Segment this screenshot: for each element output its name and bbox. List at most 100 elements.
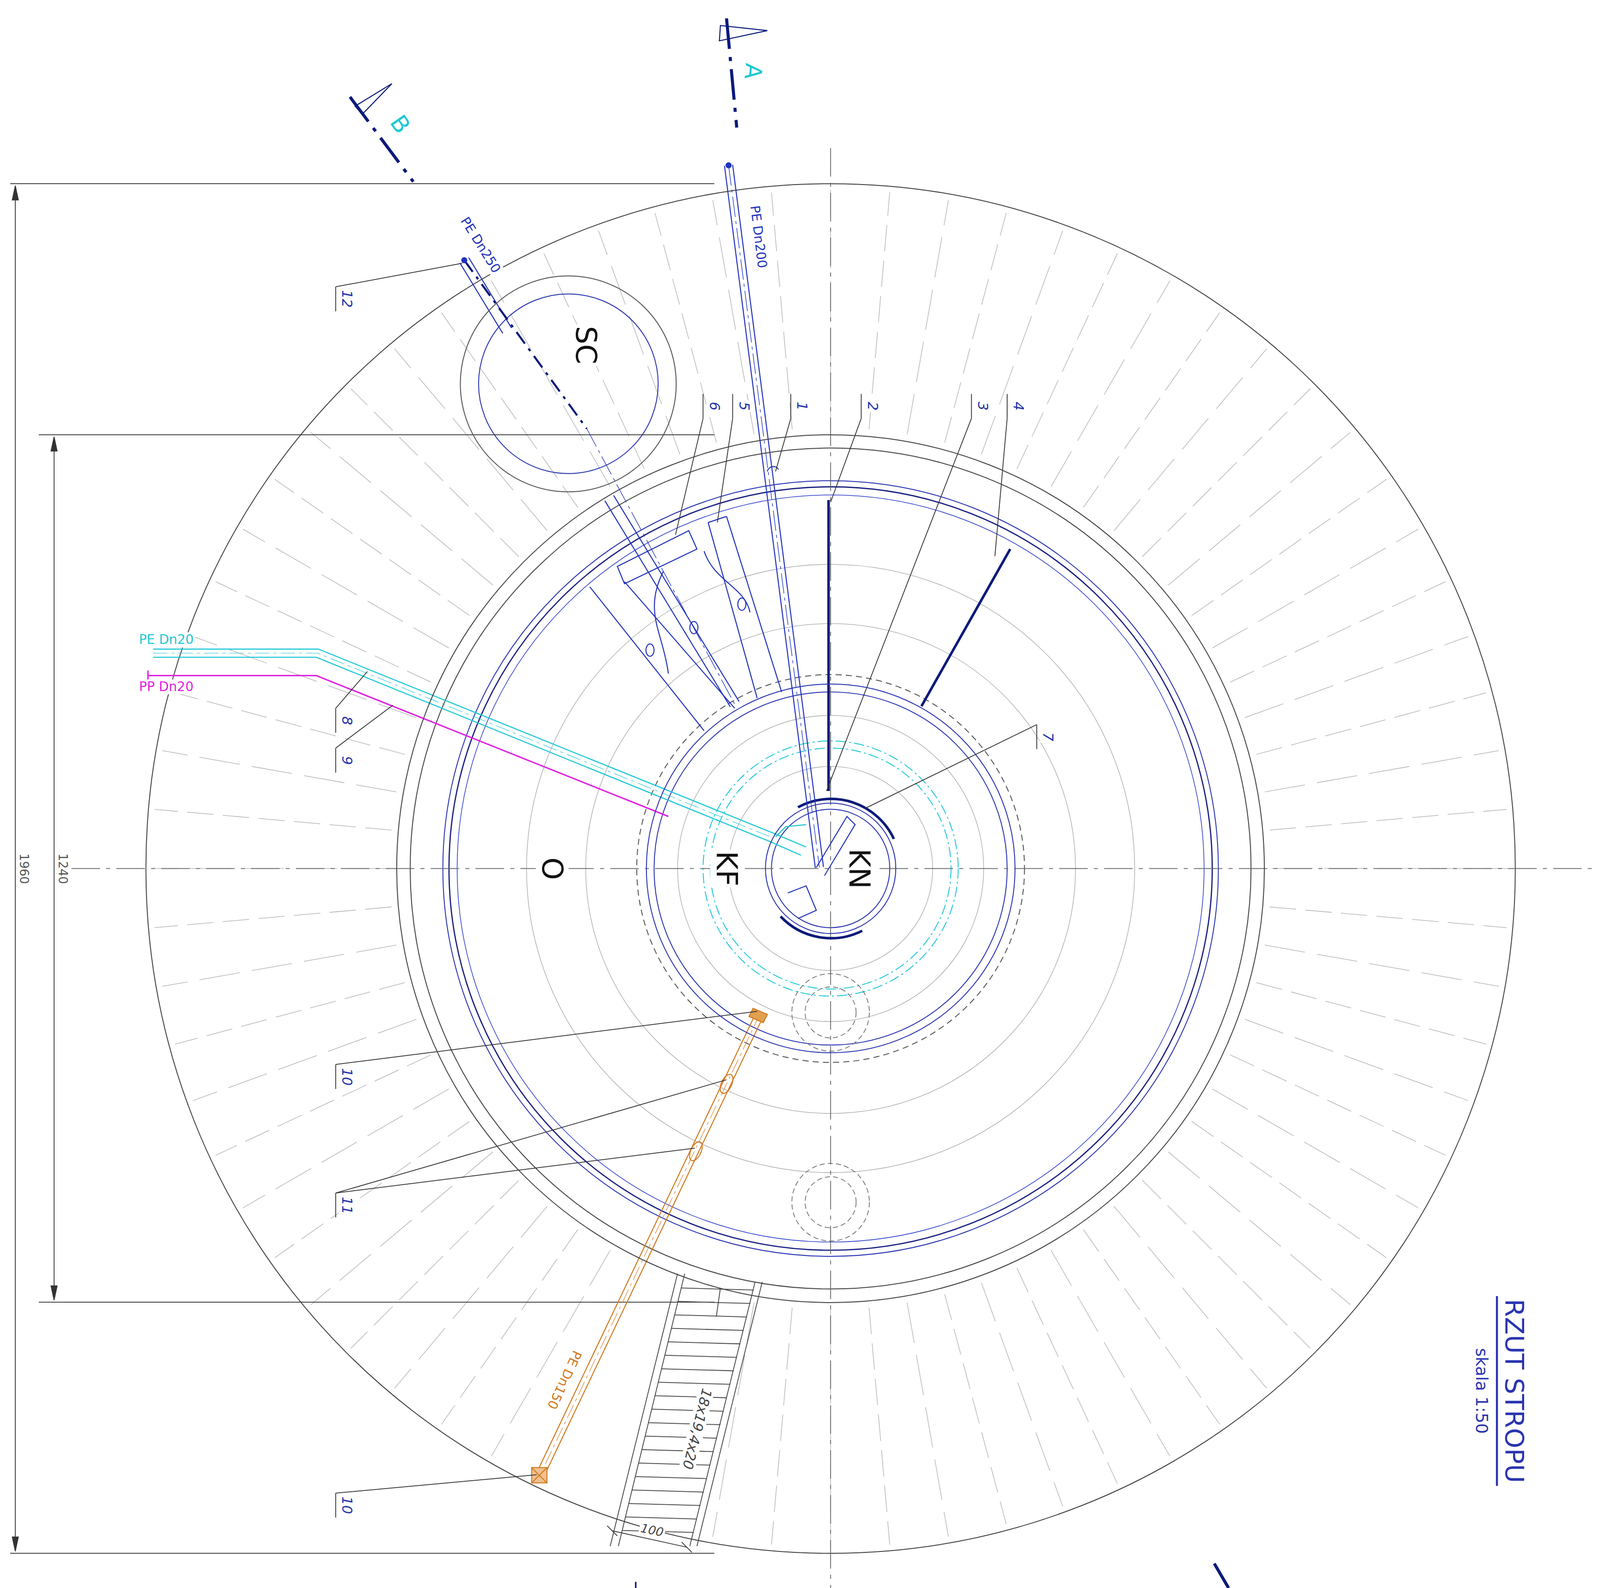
node-outline xyxy=(646,683,1016,1053)
node-outline xyxy=(460,275,677,493)
pipe-dn150 xyxy=(531,1008,768,1483)
roof-radial-line xyxy=(1191,479,1387,616)
leader-line xyxy=(335,707,337,733)
dimension-line xyxy=(38,434,715,436)
dimension-line xyxy=(10,183,715,185)
chamber-label: O xyxy=(535,855,569,881)
roof-radial-line xyxy=(1113,348,1267,531)
duct xyxy=(704,550,751,612)
tank-wall xyxy=(478,293,659,474)
leader-line xyxy=(826,418,972,791)
stair-step xyxy=(664,1354,738,1357)
stair-step xyxy=(677,1300,751,1303)
roof-radial-line xyxy=(1264,750,1499,792)
section-mark-line xyxy=(634,1581,637,1588)
roof-radial-line xyxy=(491,1249,610,1456)
stair-step xyxy=(668,1341,741,1344)
pipe-dn200 xyxy=(724,162,824,868)
pipe-dn150 xyxy=(717,1071,736,1095)
pipe-pp-dn20 xyxy=(147,675,669,817)
duct xyxy=(589,516,856,918)
leader-line xyxy=(335,286,337,312)
roof-radial-line xyxy=(868,192,890,430)
roof-radial-line xyxy=(310,1151,493,1305)
leader-line xyxy=(335,1492,337,1518)
stair-step xyxy=(628,1502,701,1505)
node-outline xyxy=(765,802,896,934)
dimension: 1240 xyxy=(55,851,70,885)
dimension-line xyxy=(10,1552,715,1554)
leader-line xyxy=(717,418,733,523)
leader-line xyxy=(1036,724,1038,749)
dimension-line xyxy=(12,1536,19,1551)
pipe-label: PE Dn200 xyxy=(746,203,770,271)
dimension-line xyxy=(50,1285,57,1300)
pipe-label: PE Dn20 xyxy=(137,632,195,647)
roof-radial-line xyxy=(1051,1249,1170,1456)
leader-line xyxy=(335,1064,337,1089)
duct xyxy=(689,621,699,634)
stair-step xyxy=(638,1462,711,1465)
leader-line xyxy=(830,418,862,503)
callout-number: 1 xyxy=(793,400,811,413)
roof-radial-line xyxy=(1256,982,1487,1044)
leader-line xyxy=(675,418,704,536)
section-mark-line xyxy=(355,83,392,115)
leader-line xyxy=(732,393,733,419)
roof-radial-line xyxy=(907,1302,949,1537)
duct xyxy=(617,530,697,584)
pipe-dn150 xyxy=(535,1011,757,1476)
leader-line xyxy=(1006,393,1008,419)
leader-line xyxy=(335,1192,337,1218)
sc-well: SC xyxy=(460,275,677,493)
roof-radial-line xyxy=(944,1293,1007,1524)
roof-radial-line xyxy=(274,1120,470,1258)
pipe-dn200 xyxy=(728,165,820,868)
stair-step xyxy=(671,1328,744,1330)
callout-number: 10 xyxy=(338,1494,356,1515)
callout-number: 11 xyxy=(338,1194,356,1216)
dimension-line xyxy=(14,185,16,1551)
leader-line xyxy=(335,747,337,773)
thick-beam xyxy=(827,499,831,791)
roof-radial-line xyxy=(491,280,610,487)
node-outline xyxy=(646,683,1016,1053)
callout-number: 9 xyxy=(338,754,356,766)
section-mark-line xyxy=(350,18,1229,1588)
node-outline xyxy=(395,433,1266,1304)
staircase xyxy=(610,1273,763,1546)
section-mark: A xyxy=(738,61,768,82)
pipe-dn250 xyxy=(461,257,468,263)
pipe-dn150 xyxy=(538,1013,761,1478)
callout-number: 2 xyxy=(864,400,881,413)
leader-line xyxy=(790,393,792,419)
chamber-label: KF xyxy=(709,849,743,887)
roof-radial-line xyxy=(1142,388,1311,557)
stair-step xyxy=(632,1489,704,1492)
roof-radial-line xyxy=(1256,692,1487,755)
roof-radial-line xyxy=(1113,1206,1267,1389)
dimension-line xyxy=(50,436,57,451)
roof-radial-line xyxy=(1142,1180,1311,1349)
dimension-line xyxy=(12,185,19,201)
scale-note: skala 1:50 xyxy=(1471,1346,1491,1435)
center-line xyxy=(71,147,1592,1588)
roof-radial-line xyxy=(981,230,1063,455)
duct xyxy=(726,516,782,692)
roof-radial-line xyxy=(1269,809,1507,831)
leader-line xyxy=(702,393,704,419)
roof-radial-line xyxy=(175,982,406,1044)
dimension-line xyxy=(38,1301,715,1303)
roof-radial-line xyxy=(215,581,431,682)
leader-line xyxy=(335,263,463,287)
stair-step xyxy=(645,1435,717,1438)
leader-line xyxy=(335,1474,537,1493)
node-outline xyxy=(396,434,1265,1303)
pipe-dn250 xyxy=(613,495,739,702)
callout-number: 12 xyxy=(338,288,356,309)
roof-radial-line xyxy=(1168,1151,1351,1305)
roof-radial-line xyxy=(274,479,470,616)
roof-radial-line xyxy=(1016,1267,1118,1484)
pipe-dn200 xyxy=(726,162,732,168)
leader-line xyxy=(971,393,973,419)
